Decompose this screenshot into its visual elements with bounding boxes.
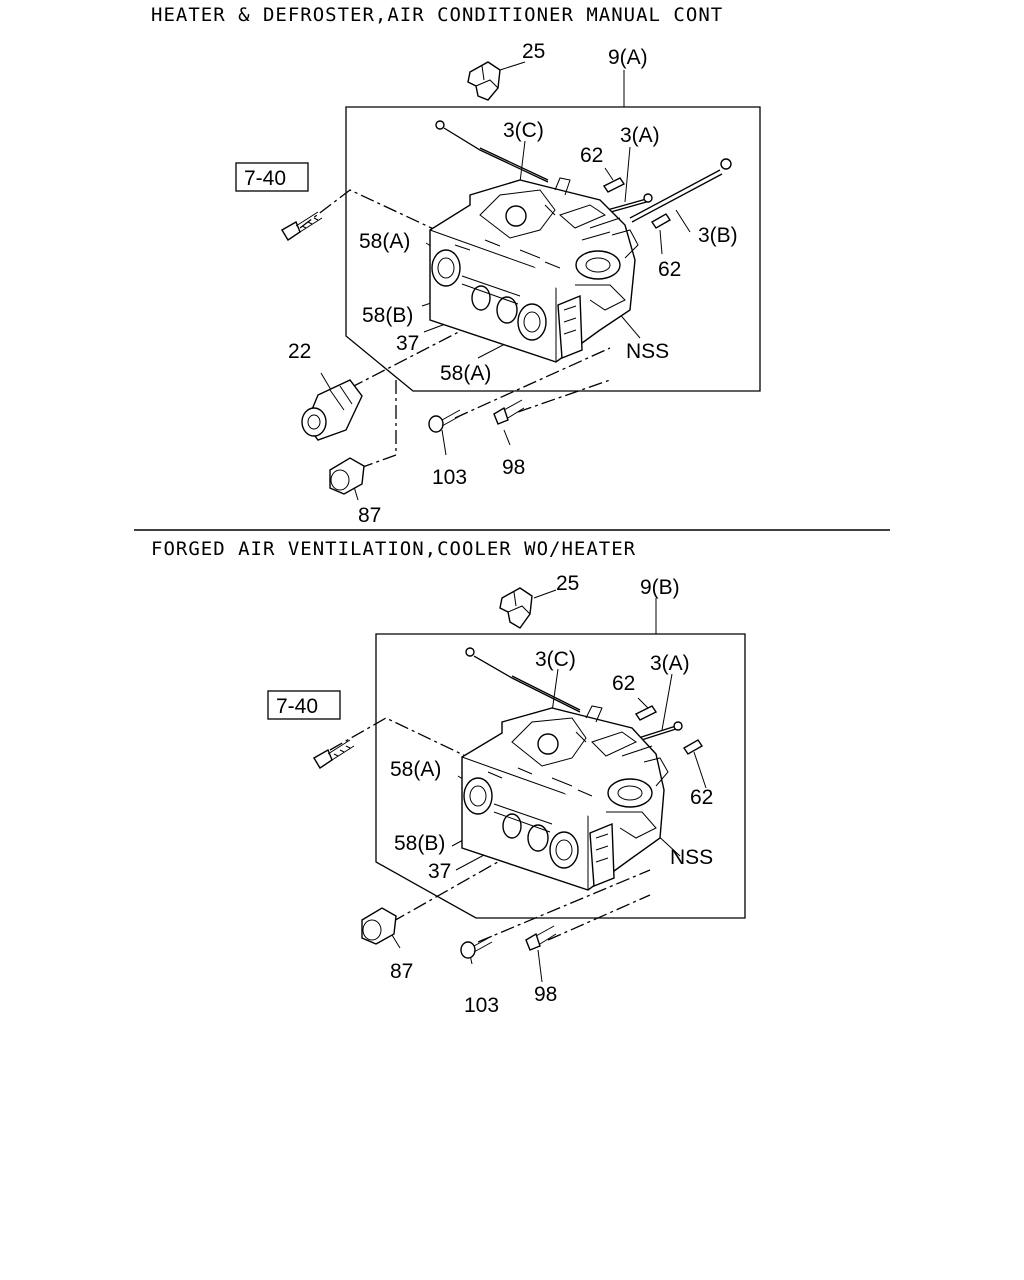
label-87: 87 (358, 504, 381, 527)
assembly-outline (345, 106, 761, 392)
label-62-top: 62 (580, 144, 603, 167)
control-cable-3c (465, 647, 581, 713)
label-58a-bottom: 58(A) (440, 362, 491, 385)
label-58a-top: 58(A) (359, 230, 410, 253)
label-25: 25 (556, 572, 579, 595)
ref-box-7-40[interactable]: 7-40 (244, 167, 286, 190)
label-58a: 58(A) (390, 758, 441, 781)
label-9a: 9(A) (608, 46, 648, 69)
label-103: 103 (464, 994, 499, 1017)
connection-lines (329, 717, 651, 943)
ref-box-frame (235, 162, 309, 192)
label-nss: NSS (626, 340, 669, 363)
control-cable-3c (435, 120, 549, 183)
label-58b: 58(B) (362, 304, 413, 327)
label-98: 98 (534, 983, 557, 1006)
pin-icon (602, 177, 671, 229)
section-forged-air: FORGED AIR VENTILATION,COOLER WO/HEATER … (151, 538, 746, 1017)
label-3c: 3(C) (503, 119, 544, 142)
ref-box-7-40[interactable]: 7-40 (276, 695, 318, 718)
switch-part-icon (301, 379, 363, 441)
connection-lines (299, 189, 611, 469)
label-3a: 3(A) (650, 652, 690, 675)
bolt-icon (313, 739, 355, 769)
screw-icon (460, 935, 493, 959)
label-3c: 3(C) (535, 648, 576, 671)
clip-part-icon (467, 61, 501, 101)
pin-icon (634, 705, 703, 755)
assembly-outline (375, 633, 746, 919)
bolt-icon (281, 211, 323, 241)
label-9b: 9(B) (640, 576, 680, 599)
section-title: HEATER & DEFROSTER,AIR CONDITIONER MANUA… (151, 4, 723, 26)
section-title: FORGED AIR VENTILATION,COOLER WO/HEATER (151, 538, 636, 560)
section-heater-defroster: HEATER & DEFROSTER,AIR CONDITIONER MANUA… (151, 4, 761, 527)
label-103: 103 (432, 466, 467, 489)
label-25: 25 (522, 40, 545, 63)
screw-icon (428, 409, 461, 433)
bolt-icon (525, 925, 557, 951)
label-22: 22 (288, 340, 311, 363)
label-62-right: 62 (658, 258, 681, 281)
control-unit-body (461, 705, 669, 891)
label-98: 98 (502, 456, 525, 479)
ref-box-frame (267, 690, 341, 720)
bezel-part-icon (361, 907, 397, 945)
control-cable-3b (629, 158, 732, 223)
label-37: 37 (396, 332, 419, 355)
bolt-icon (493, 399, 525, 425)
label-58b: 58(B) (394, 832, 445, 855)
label-62-top: 62 (612, 672, 635, 695)
label-3b: 3(B) (698, 224, 738, 247)
bezel-part-icon (329, 457, 365, 495)
label-nss: NSS (670, 846, 713, 869)
control-unit-body (429, 177, 639, 363)
label-62-right: 62 (690, 786, 713, 809)
clip-part-icon (499, 587, 533, 629)
label-3a: 3(A) (620, 124, 660, 147)
label-37: 37 (428, 860, 451, 883)
label-87: 87 (390, 960, 413, 983)
